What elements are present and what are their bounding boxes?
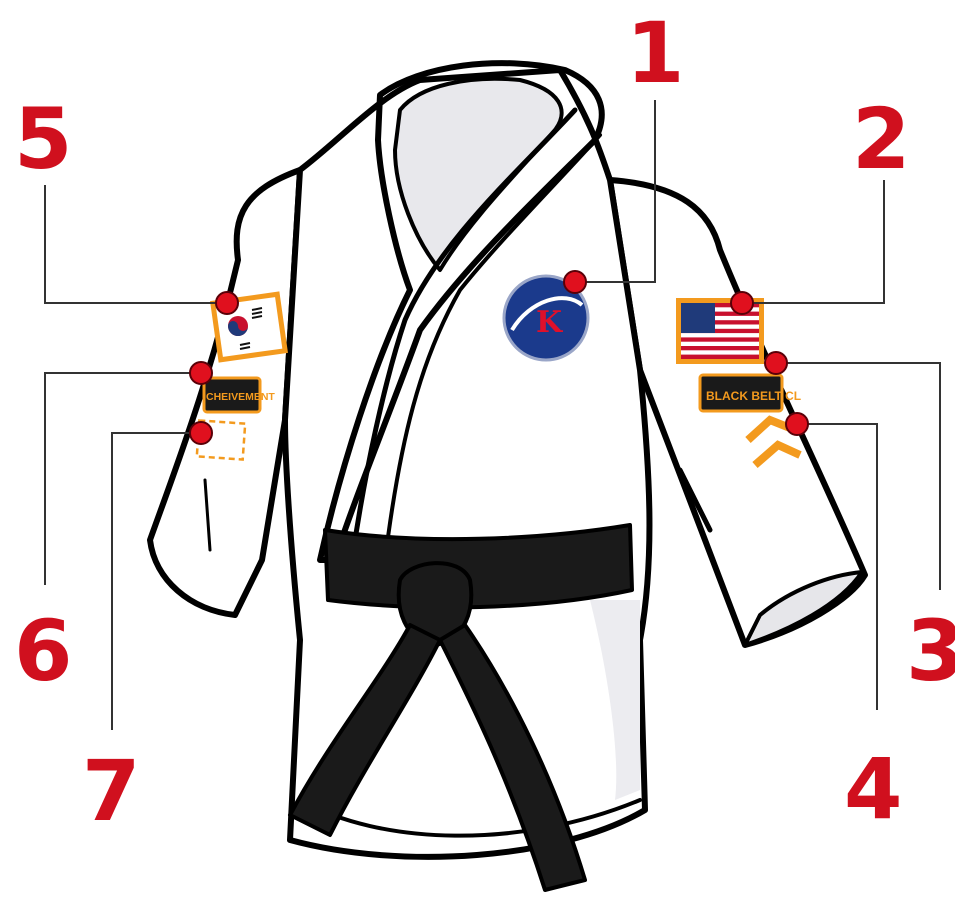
marker-2 <box>731 292 753 314</box>
marker-4 <box>786 413 808 435</box>
label-1: 1 <box>626 4 684 102</box>
label-4: 4 <box>844 740 902 838</box>
marker-6 <box>190 362 212 384</box>
logo-letter: K <box>536 305 563 340</box>
bb-patch-text: BLACK BELT CL <box>706 389 801 403</box>
label-6: 6 <box>14 602 72 700</box>
label-5: 5 <box>14 90 72 188</box>
label-3: 3 <box>906 602 955 700</box>
label-2: 2 <box>852 90 910 188</box>
leader-2 <box>742 180 884 303</box>
marker-3 <box>765 352 787 374</box>
leader-5 <box>45 185 227 303</box>
us-flag-canton <box>681 303 715 333</box>
label-7: 7 <box>82 742 140 840</box>
marker-5 <box>216 292 238 314</box>
achv-patch-text: CHEIVEMENT <box>206 391 275 403</box>
belt-band <box>325 525 632 607</box>
marker-1 <box>564 271 586 293</box>
marker-7 <box>190 422 212 444</box>
